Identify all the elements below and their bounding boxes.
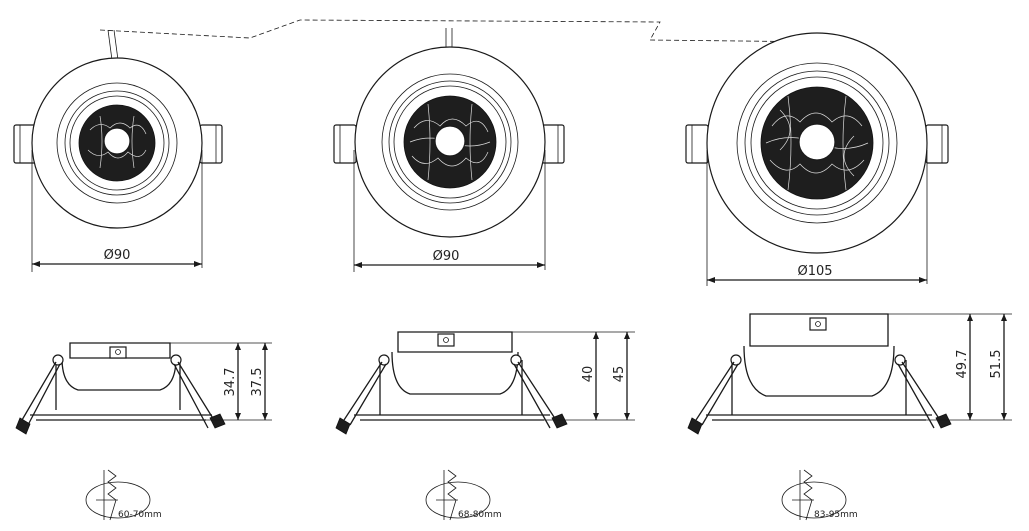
diameter-label-large: Ø105 [797,264,832,279]
diameter-label-small: Ø90 [104,248,131,263]
body-height-label-large: 49.7 [955,350,970,379]
top-view-medium [333,46,565,238]
cutout-label-large: 83-95mm [814,510,858,520]
total-height-label-small: 37.5 [250,368,265,397]
diameter-dim-small: Ø90 [31,150,203,272]
cutout-icon-small: 60-70mm [85,469,162,521]
top-view-small [13,57,223,229]
height-dims-medium: 40 45 [512,331,635,421]
body-height-label-small: 34.7 [223,368,238,397]
cutout-label-medium: 68-80mm [458,510,502,520]
diameter-label-medium: Ø90 [433,249,460,264]
cutout-icon-medium: 68-80mm [425,469,502,521]
diameter-dim-large: Ø105 [706,150,928,286]
height-dims-large: 49.7 51.5 [888,313,1012,421]
side-view-large [687,313,952,435]
total-height-label-medium: 45 [612,366,627,383]
cable-lines [99,19,831,61]
cutout-icon-large: 83-95mm [781,469,858,521]
height-dims-small: 34.7 37.5 [170,342,272,421]
top-view-large [685,32,949,254]
diameter-dim-medium: Ø90 [353,150,546,272]
body-height-label-medium: 40 [581,366,596,383]
total-height-label-large: 51.5 [989,350,1004,379]
side-view-medium [335,331,568,435]
side-view-small [15,342,226,435]
cutout-label-small: 60-70mm [118,510,162,520]
